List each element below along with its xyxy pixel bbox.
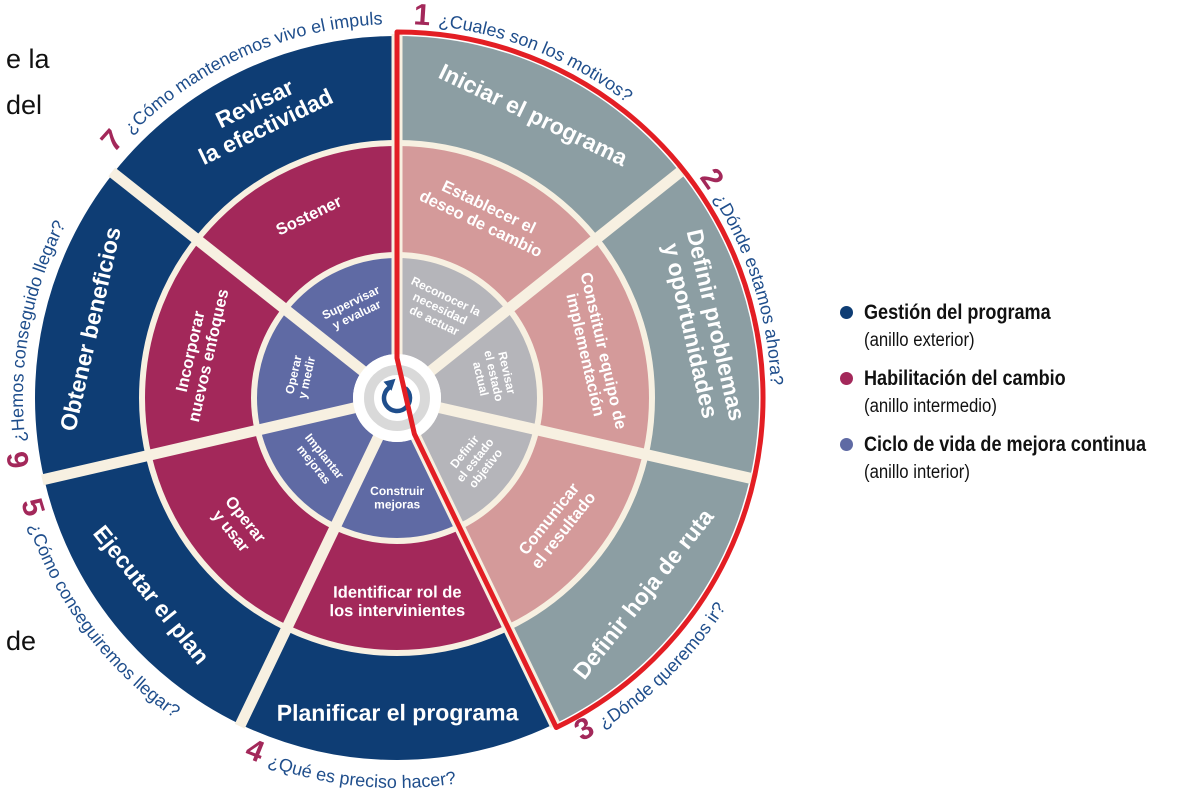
legend-title-inner: Ciclo de vida de mejora continua	[864, 433, 1147, 456]
outer-label-4-line-1: Planificar el programa	[277, 699, 519, 725]
middle-sector-2	[508, 238, 652, 455]
outer-label-4: Planificar el programa	[277, 699, 519, 725]
outer-sector-3	[507, 454, 751, 724]
cut-text-2: del	[6, 90, 43, 120]
legend-dot-outer	[840, 306, 853, 319]
middle-sector-3	[459, 429, 646, 628]
sector-divider-6	[41, 402, 358, 486]
middle-sector-6	[142, 239, 285, 456]
sector-divider-2	[426, 166, 685, 377]
highlight-phases-1-3	[394, 29, 766, 731]
sector-divider-7	[108, 167, 368, 377]
middle-sector-4	[286, 526, 508, 654]
legend-dot-inner	[840, 438, 853, 451]
legend-subtitle-outer: (anillo exterior)	[864, 330, 975, 351]
legend-item-outer: Gestión del programa (anillo exterior)	[838, 298, 1192, 354]
outer-sector-1	[397, 36, 680, 239]
sector-divider-5	[234, 433, 384, 729]
cut-text-3: de	[6, 626, 37, 656]
outer-sector-2	[596, 172, 760, 479]
middle-sector-1	[397, 143, 597, 309]
cycle-arrow-icon	[381, 384, 413, 414]
legend: Gestión del programa (anillo exterior) H…	[838, 298, 1192, 496]
legend-subtitle-inner: (anillo interior)	[864, 462, 970, 483]
outer-sector-6	[34, 173, 198, 480]
legend-item-middle: Habilitación del cambio (anillo intermed…	[838, 364, 1192, 420]
phase-number-6: 6	[0, 441, 36, 471]
cut-text-1: e la	[6, 44, 50, 74]
center-hub	[353, 354, 441, 442]
middle-sector-7	[197, 143, 397, 310]
sector-divider-3	[436, 401, 754, 485]
cycle-arrowhead-icon	[383, 378, 396, 391]
ring-sectors	[34, 36, 760, 760]
highlight-outline	[394, 29, 766, 731]
center-hub-ring	[364, 365, 430, 431]
legend-subtitle-middle: (anillo intermedio)	[864, 396, 997, 417]
legend-item-inner: Ciclo de vida de mejora continua (anillo…	[838, 430, 1192, 486]
middle-label-4-line-2: los intervinientes	[329, 602, 465, 620]
inner-label-4-line-1: Construir	[370, 484, 424, 498]
outer-sector-5	[44, 455, 287, 725]
inner-label-4-line-2: mejoras	[374, 497, 420, 511]
phase-number-5: 5	[14, 495, 53, 529]
inner-sector-6	[254, 309, 363, 431]
phase-number-1: 1	[413, 0, 441, 33]
inner-sector-2	[431, 308, 540, 430]
middle-sector-5	[148, 430, 336, 628]
legend-dot-middle	[840, 372, 853, 385]
legend-title-outer: Gestión del programa	[864, 301, 1051, 324]
outer-sector-4	[240, 627, 555, 760]
legend-title-middle: Habilitación del cambio	[864, 367, 1066, 390]
outer-sector-7	[113, 36, 397, 240]
middle-label-4-line-1: Identificar rol de	[333, 583, 461, 601]
